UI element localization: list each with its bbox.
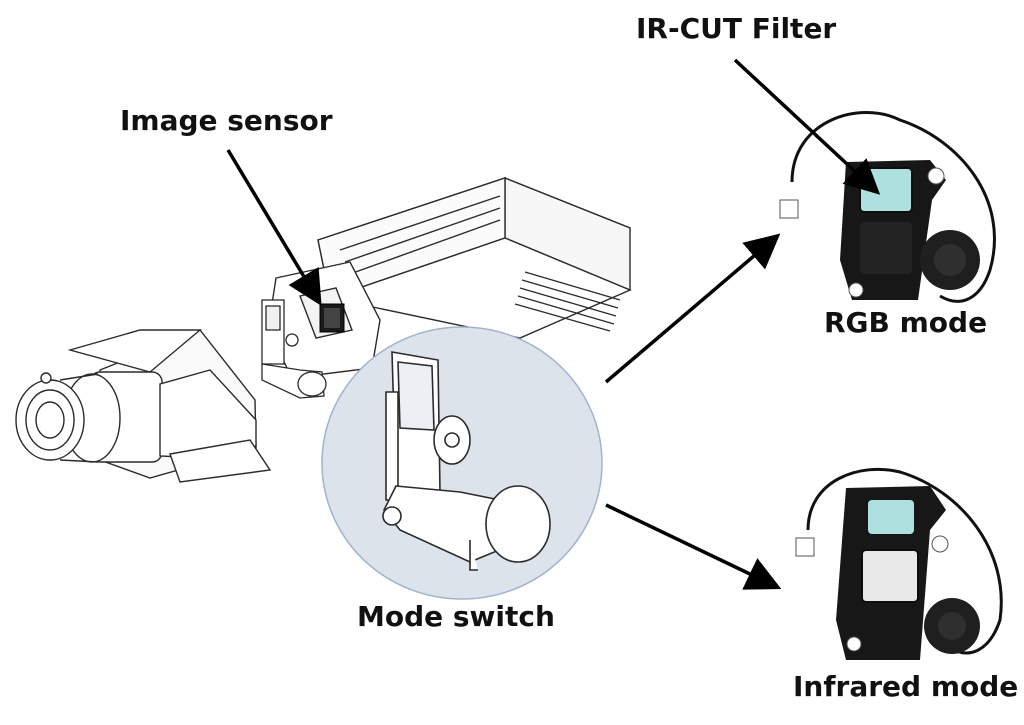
- infrared-mode-module: [795, 467, 1003, 660]
- arrow-image-sensor: [226, 149, 322, 307]
- infrared-mode-label: Infrared mode: [793, 670, 1019, 703]
- camera-lens: [15, 329, 272, 483]
- image-sensor-chip: [319, 303, 345, 333]
- arrow-to-infrared-mode: [605, 503, 782, 590]
- camera-housing: [317, 176, 632, 339]
- rgb-mode-module: [779, 111, 996, 303]
- mode-switch-label: Mode switch: [357, 600, 555, 633]
- rgb-mode-label: RGB mode: [824, 306, 988, 339]
- arrow-to-rgb-mode: [604, 233, 781, 384]
- ir-cut-filter-label: IR-CUT Filter: [636, 12, 837, 45]
- arrow-ir-cut-filter: [733, 58, 881, 195]
- arrows: [226, 58, 881, 590]
- mode-switch-magnifier: [321, 326, 603, 600]
- small-mode-switch: [261, 299, 327, 399]
- image-sensor-label: Image sensor: [120, 104, 333, 137]
